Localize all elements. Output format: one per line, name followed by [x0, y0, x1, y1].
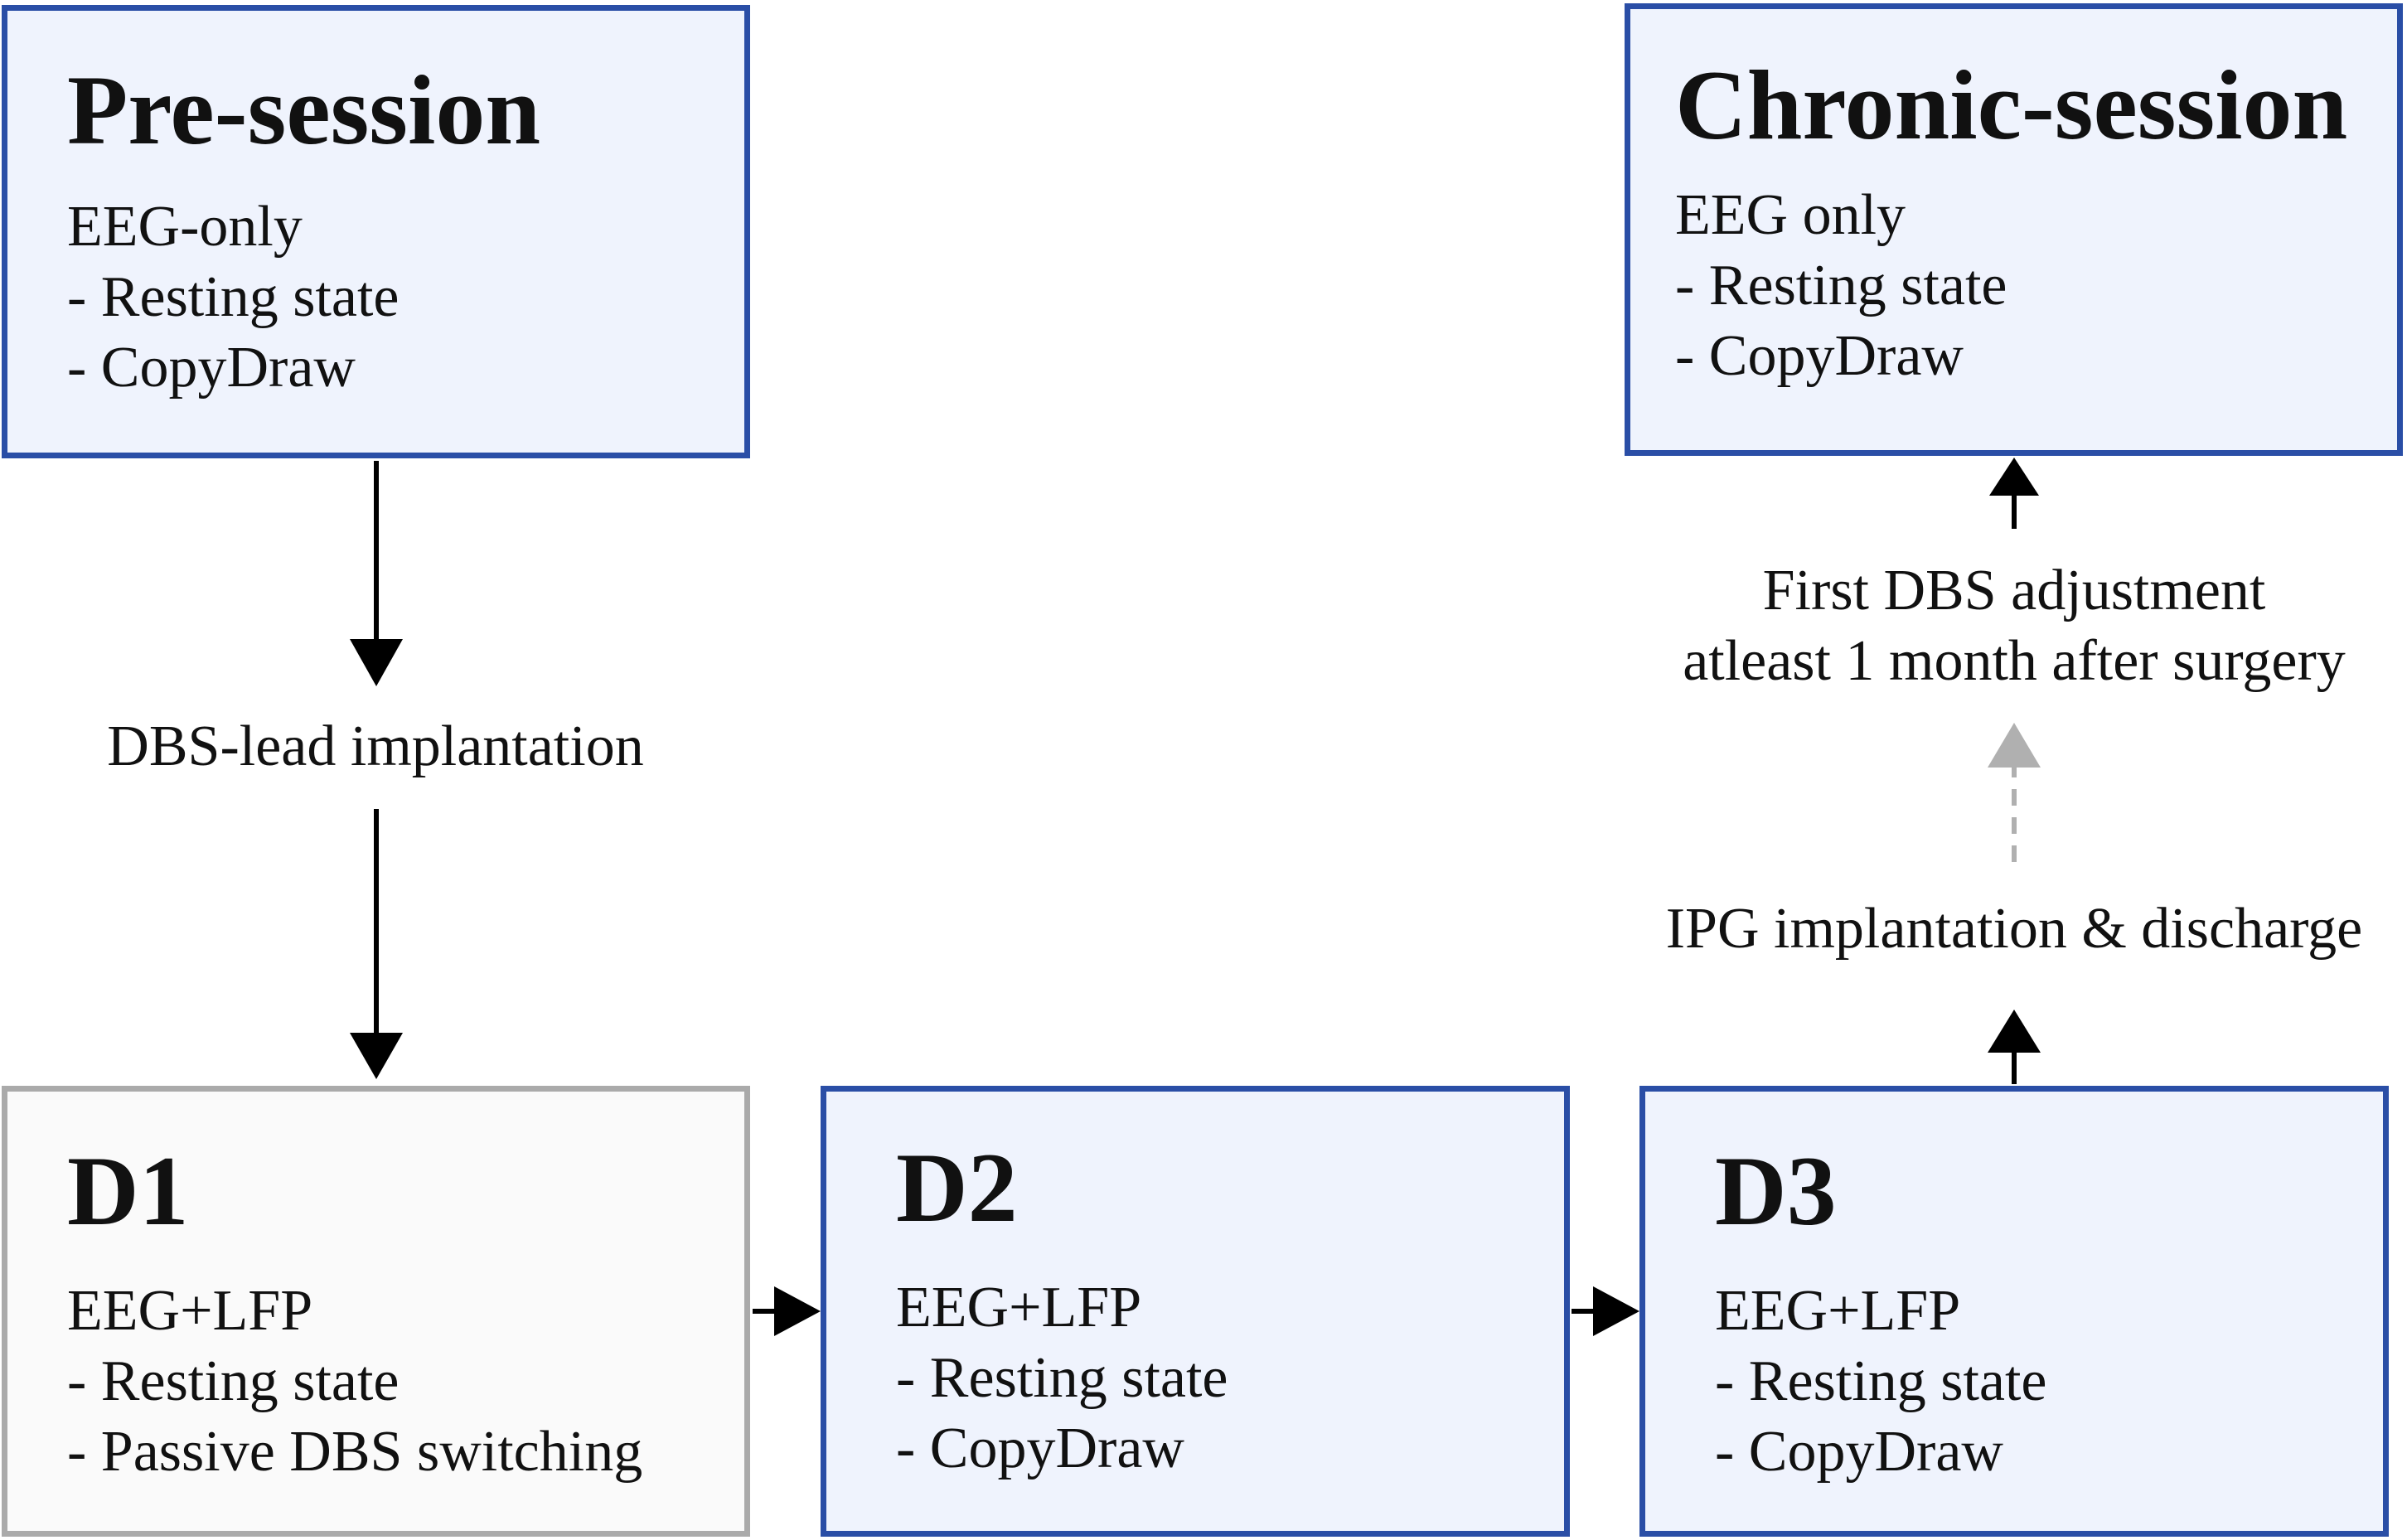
pre-session-line: - CopyDraw — [67, 336, 356, 400]
d2-line: EEG+LFP — [896, 1276, 1142, 1339]
d1-line: - Passive DBS switching — [67, 1420, 643, 1484]
arrow-d1-to-d2 — [753, 1286, 821, 1336]
d2-title: D2 — [896, 1132, 1018, 1242]
arrow-label-to-d1 — [350, 809, 403, 1079]
chronic-session-line: - CopyDraw — [1675, 324, 1964, 388]
d2-box: D2 EEG+LFP - Resting state - CopyDraw — [821, 1086, 1570, 1537]
arrow-d2-to-d3 — [1572, 1286, 1639, 1336]
pre-session-box: Pre-session EEG-only - Resting state - C… — [2, 5, 750, 458]
chronic-session-line: - Resting state — [1675, 254, 2007, 317]
d2-line: - CopyDraw — [896, 1417, 1184, 1480]
d1-box: D1 EEG+LFP - Resting state - Passive DBS… — [2, 1086, 750, 1537]
d2-line: - Resting state — [896, 1346, 1228, 1410]
arrow-adjustment-to-chronic — [1989, 458, 2039, 529]
d3-line: - CopyDraw — [1715, 1420, 2003, 1484]
chronic-session-title: Chronic-session — [1675, 50, 2348, 160]
d1-title: D1 — [67, 1136, 189, 1246]
arrow-pre-to-label — [350, 461, 403, 686]
pre-session-title: Pre-session — [67, 55, 541, 165]
ipg-implantation-label: IPG implantation & discharge — [1665, 897, 2363, 961]
pre-session-line: - Resting state — [67, 265, 400, 329]
arrow-d3-to-ipg — [1988, 1010, 2041, 1084]
chronic-session-line: EEG only — [1675, 183, 1906, 247]
dbs-lead-implantation-label: DBS-lead implantation — [107, 714, 644, 778]
first-dbs-adjustment-sublabel: atleast 1 month after surgery — [1683, 629, 2346, 693]
dashed-arrow-ipg-to-adjustment — [1988, 723, 2041, 862]
d3-line: - Resting state — [1715, 1349, 2047, 1413]
pre-session-line: EEG-only — [67, 195, 303, 259]
first-dbs-adjustment-label: First DBS adjustment — [1762, 559, 2266, 622]
chronic-session-box: Chronic-session EEG only - Resting state… — [1625, 3, 2403, 456]
d3-line: EEG+LFP — [1715, 1279, 1961, 1343]
d3-title: D3 — [1715, 1136, 1837, 1246]
d1-line: - Resting state — [67, 1349, 400, 1413]
d3-box: D3 EEG+LFP - Resting state - CopyDraw — [1639, 1086, 2389, 1537]
d1-line: EEG+LFP — [67, 1279, 313, 1343]
